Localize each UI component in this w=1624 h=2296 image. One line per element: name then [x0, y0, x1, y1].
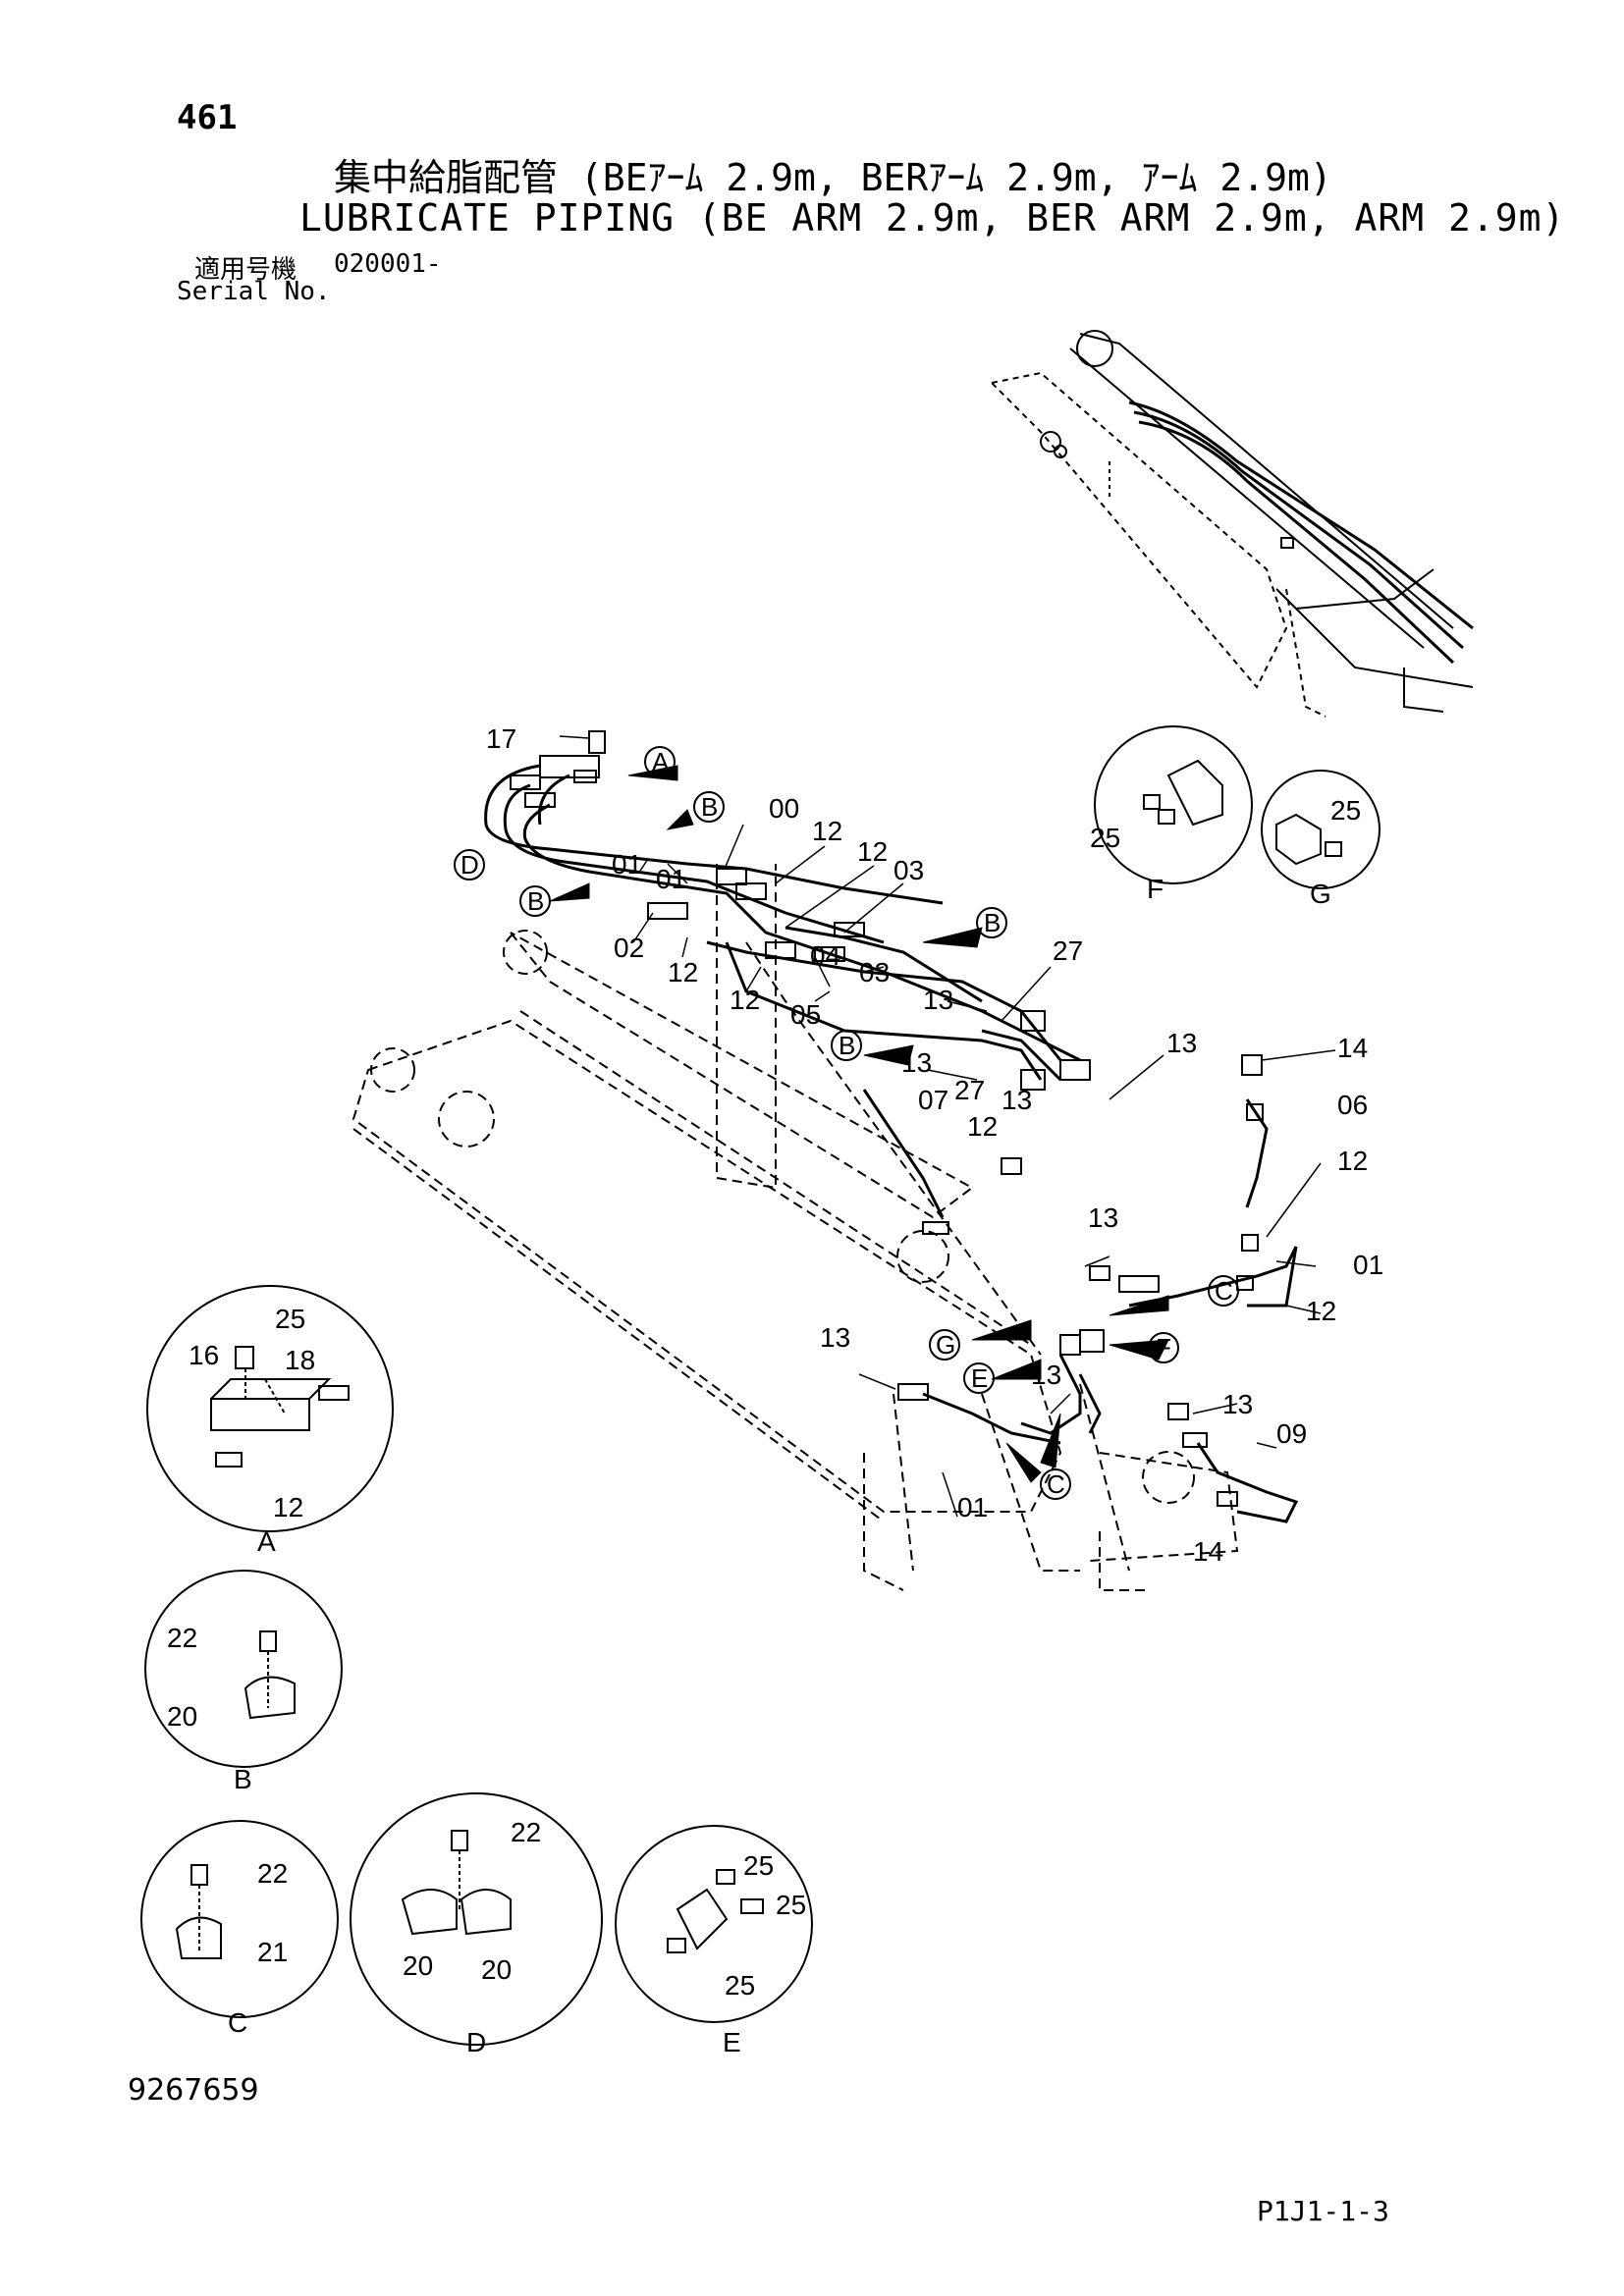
callout-12b: 12: [857, 836, 888, 867]
callout-06: 06: [1337, 1090, 1368, 1120]
detail-g-name: G: [1310, 879, 1331, 909]
callout-17: 17: [486, 723, 516, 754]
callout-13e: 13: [1088, 1202, 1118, 1233]
title-english: LUBRICATE PIPING (BE ARM 2.9m, BER ARM 2…: [299, 196, 1566, 240]
callout-01d: 01: [957, 1492, 988, 1522]
marker-b-1: B: [701, 792, 718, 822]
view-arrows: [549, 765, 1169, 1483]
callout-01b: 01: [656, 864, 686, 894]
detail-e-part-25b: 25: [776, 1890, 806, 1920]
callout-27a: 27: [1053, 935, 1083, 966]
marker-e: E: [971, 1363, 988, 1393]
serial-label-japanese: 適用号機: [194, 255, 298, 285]
callout-14b: 14: [1193, 1536, 1223, 1567]
serial-label-english: Serial No.: [177, 277, 331, 306]
callout-13d: 13: [1166, 1028, 1197, 1058]
marker-b-3: B: [984, 908, 1001, 937]
callout-07: 07: [918, 1085, 948, 1115]
callout-00: 00: [769, 793, 799, 824]
fittings: [510, 730, 1264, 1507]
detail-d-part-20a: 20: [403, 1950, 433, 1981]
view-marker-labels: A B D B B B C G F E C: [460, 747, 1233, 1499]
detail-a-part-12: 12: [273, 1492, 303, 1522]
detail-a-part-18: 18: [285, 1345, 315, 1375]
marker-b-4: B: [839, 1031, 855, 1060]
callout-13f: 13: [820, 1322, 850, 1353]
detail-d-name: D: [466, 2027, 486, 2057]
pipe-harness: [484, 764, 1299, 1523]
detail-e-part-25a: 25: [743, 1850, 774, 1881]
callout-13a: 13: [923, 985, 953, 1015]
callout-12f: 12: [1337, 1146, 1368, 1176]
detail-b-part-22: 22: [167, 1623, 197, 1653]
detail-e-name: E: [723, 2027, 741, 2057]
detail-c-part-22: 22: [257, 1858, 288, 1889]
callout-13g: 13: [1031, 1360, 1061, 1390]
marker-g: G: [936, 1330, 955, 1360]
detail-f-parts: [1143, 759, 1223, 827]
view-marker-circles: [454, 746, 1239, 1500]
detail-f-part-25: 25: [1090, 823, 1120, 853]
callout-12d: 12: [730, 985, 760, 1015]
detail-a-name: A: [257, 1526, 276, 1557]
callout-13h: 13: [1222, 1389, 1253, 1419]
detail-e-part-25c: 25: [725, 1970, 755, 2001]
callout-12e: 12: [967, 1111, 998, 1142]
callout-09: 09: [1276, 1418, 1307, 1449]
callout-04: 04: [810, 940, 840, 971]
callout-05: 05: [790, 999, 821, 1030]
detail-f-name: F: [1147, 874, 1164, 904]
part-callouts: 17 00 01 01 12 12 03 02 12 12 04 03 05 1…: [486, 723, 1383, 1567]
detail-e-parts: [667, 1869, 764, 1953]
leader-lines: [559, 735, 1336, 1518]
detail-g-part-25: 25: [1330, 795, 1361, 826]
page-number: 461: [177, 98, 238, 137]
detail-c-part-21: 21: [257, 1937, 288, 1967]
overview-sketch: [989, 330, 1474, 718]
detail-c-name: C: [228, 2007, 247, 2038]
detail-b-part-20: 20: [167, 1701, 197, 1732]
detail-a-part-16: 16: [189, 1340, 219, 1370]
detail-c-parts: [175, 1864, 222, 1959]
serial-value: 020001-: [334, 249, 442, 279]
detail-d-part-22: 22: [511, 1817, 541, 1847]
callout-01c: 01: [1353, 1250, 1383, 1280]
detail-g-parts: [1275, 813, 1342, 866]
detail-circles: [140, 725, 1380, 2046]
marker-c-1: C: [1215, 1276, 1233, 1306]
page-code: P1J1-1-3: [1257, 2195, 1389, 2227]
detail-labels: 25 16 18 12 A 22 20 B 22 21 C 22 20 20 D…: [167, 795, 1361, 2057]
callout-27b: 27: [954, 1075, 985, 1105]
detail-d-parts: [401, 1830, 512, 1936]
callout-01a: 01: [612, 849, 642, 880]
detail-b-parts: [244, 1630, 296, 1720]
marker-d: D: [460, 850, 479, 880]
callout-14a: 14: [1337, 1033, 1368, 1063]
callout-12a: 12: [812, 816, 842, 846]
callout-02: 02: [614, 933, 644, 963]
title-japanese: 集中給脂配管 (BEｱｰﾑ 2.9m, BERｱｰﾑ 2.9m, ｱｰﾑ 2.9…: [334, 156, 1332, 199]
callout-12g: 12: [1306, 1296, 1336, 1326]
callout-12c: 12: [668, 957, 698, 988]
detail-b-name: B: [234, 1764, 252, 1794]
callout-13b: 13: [901, 1047, 932, 1078]
detail-a-part-25: 25: [275, 1304, 305, 1334]
marker-b-2: B: [527, 886, 544, 916]
detail-a-parts: [210, 1346, 350, 1468]
marker-c-2: C: [1047, 1469, 1065, 1499]
document-number: 9267659: [128, 2073, 259, 2108]
marker-f: F: [1156, 1333, 1171, 1362]
callout-03a: 03: [893, 855, 924, 885]
arm-phantom: [352, 864, 1239, 1591]
callout-03b: 03: [859, 957, 890, 988]
marker-a: A: [652, 747, 670, 776]
detail-d-part-20b: 20: [481, 1954, 512, 1985]
callout-13c: 13: [1001, 1085, 1032, 1115]
